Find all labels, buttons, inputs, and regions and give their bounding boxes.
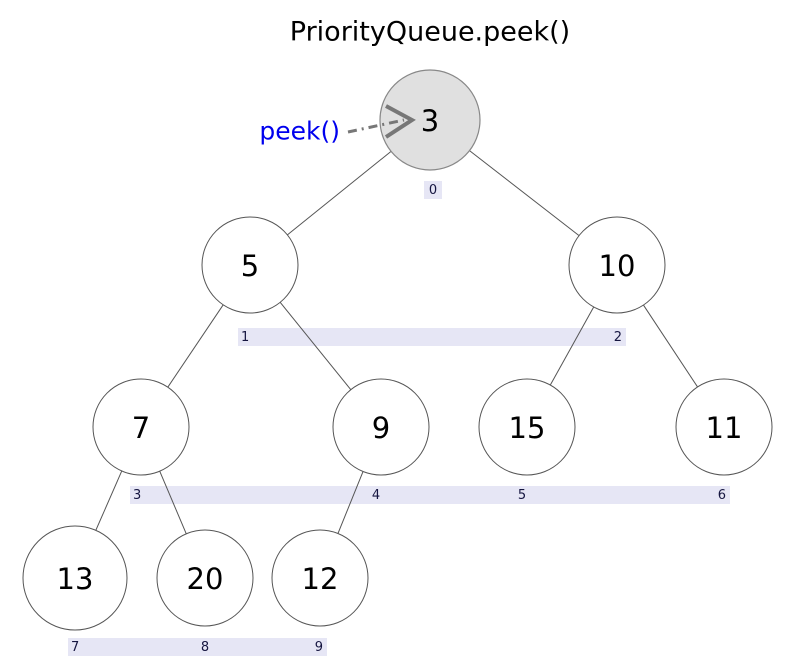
tree-edge-group xyxy=(95,150,698,535)
tree-node-15[interactable]: 15 xyxy=(478,378,576,476)
node-label-5: 5 xyxy=(241,249,259,283)
index-label-9: 9 xyxy=(315,640,323,655)
node-circle-15[interactable] xyxy=(478,378,576,476)
node-label-15: 15 xyxy=(509,411,546,445)
index-band-level-2 xyxy=(130,486,730,504)
arrow-right-icon xyxy=(384,104,416,139)
node-label-9: 9 xyxy=(372,411,390,445)
tree-edge-7-to-20 xyxy=(159,470,187,535)
tree-edge-3-to-5 xyxy=(287,150,392,236)
tree-edge-3-to-10 xyxy=(469,150,580,236)
tree-node-13[interactable]: 13 xyxy=(22,525,128,631)
peek-callout-label: peek() xyxy=(259,117,340,146)
tree-node-10[interactable]: 10 xyxy=(568,216,666,314)
index-band-group xyxy=(68,181,730,656)
tree-edge-10-to-15 xyxy=(549,306,595,386)
index-band-level-0 xyxy=(424,181,442,199)
tree-node-12[interactable]: 12 xyxy=(271,529,369,627)
tree-node-11[interactable]: 11 xyxy=(675,378,773,476)
page-title: PriorityQueue.peek() xyxy=(290,17,570,48)
tree-node-3[interactable]: 3 xyxy=(379,69,481,171)
tree-edge-7-to-13 xyxy=(95,470,123,531)
tree-node-5[interactable]: 5 xyxy=(201,216,299,314)
node-label-3: 3 xyxy=(421,104,439,138)
tree-node-20[interactable]: 20 xyxy=(156,529,254,627)
node-label-12: 12 xyxy=(302,562,339,596)
tree-node-7[interactable]: 7 xyxy=(92,378,190,476)
node-label-7: 7 xyxy=(132,411,150,445)
index-label-7: 7 xyxy=(71,640,79,655)
node-circle-10[interactable] xyxy=(568,216,666,314)
node-circle-20[interactable] xyxy=(156,529,254,627)
peek-callout: peek() xyxy=(259,104,416,146)
index-label-2: 2 xyxy=(614,330,622,345)
index-label-8: 8 xyxy=(201,640,209,655)
node-circle-12[interactable] xyxy=(271,529,369,627)
index-band-level-1 xyxy=(238,328,626,346)
tree-edge-5-to-9 xyxy=(279,302,352,390)
node-label-10: 10 xyxy=(599,249,636,283)
node-circle-5[interactable] xyxy=(201,216,299,314)
tree-edge-9-to-12 xyxy=(337,471,364,534)
tree-edge-5-to-7 xyxy=(167,304,224,388)
index-label-3: 3 xyxy=(133,488,141,503)
index-label-4: 4 xyxy=(372,488,380,503)
index-label-5: 5 xyxy=(518,488,526,503)
index-label-1: 1 xyxy=(241,330,249,345)
node-circle-9[interactable] xyxy=(332,378,430,476)
node-label-11: 11 xyxy=(706,411,743,445)
node-circle-3[interactable] xyxy=(379,69,481,171)
callout-dash-line xyxy=(347,118,405,134)
node-circle-11[interactable] xyxy=(675,378,773,476)
node-label-13: 13 xyxy=(57,562,94,596)
tree-node-9[interactable]: 9 xyxy=(332,378,430,476)
index-label-6: 6 xyxy=(718,488,726,503)
node-circle-7[interactable] xyxy=(92,378,190,476)
node-label-20: 20 xyxy=(187,562,224,596)
index-band-level-3 xyxy=(68,638,327,656)
node-circle-13[interactable] xyxy=(22,525,128,631)
tree-edge-10-to-11 xyxy=(643,304,698,388)
index-label-0: 0 xyxy=(429,183,437,198)
